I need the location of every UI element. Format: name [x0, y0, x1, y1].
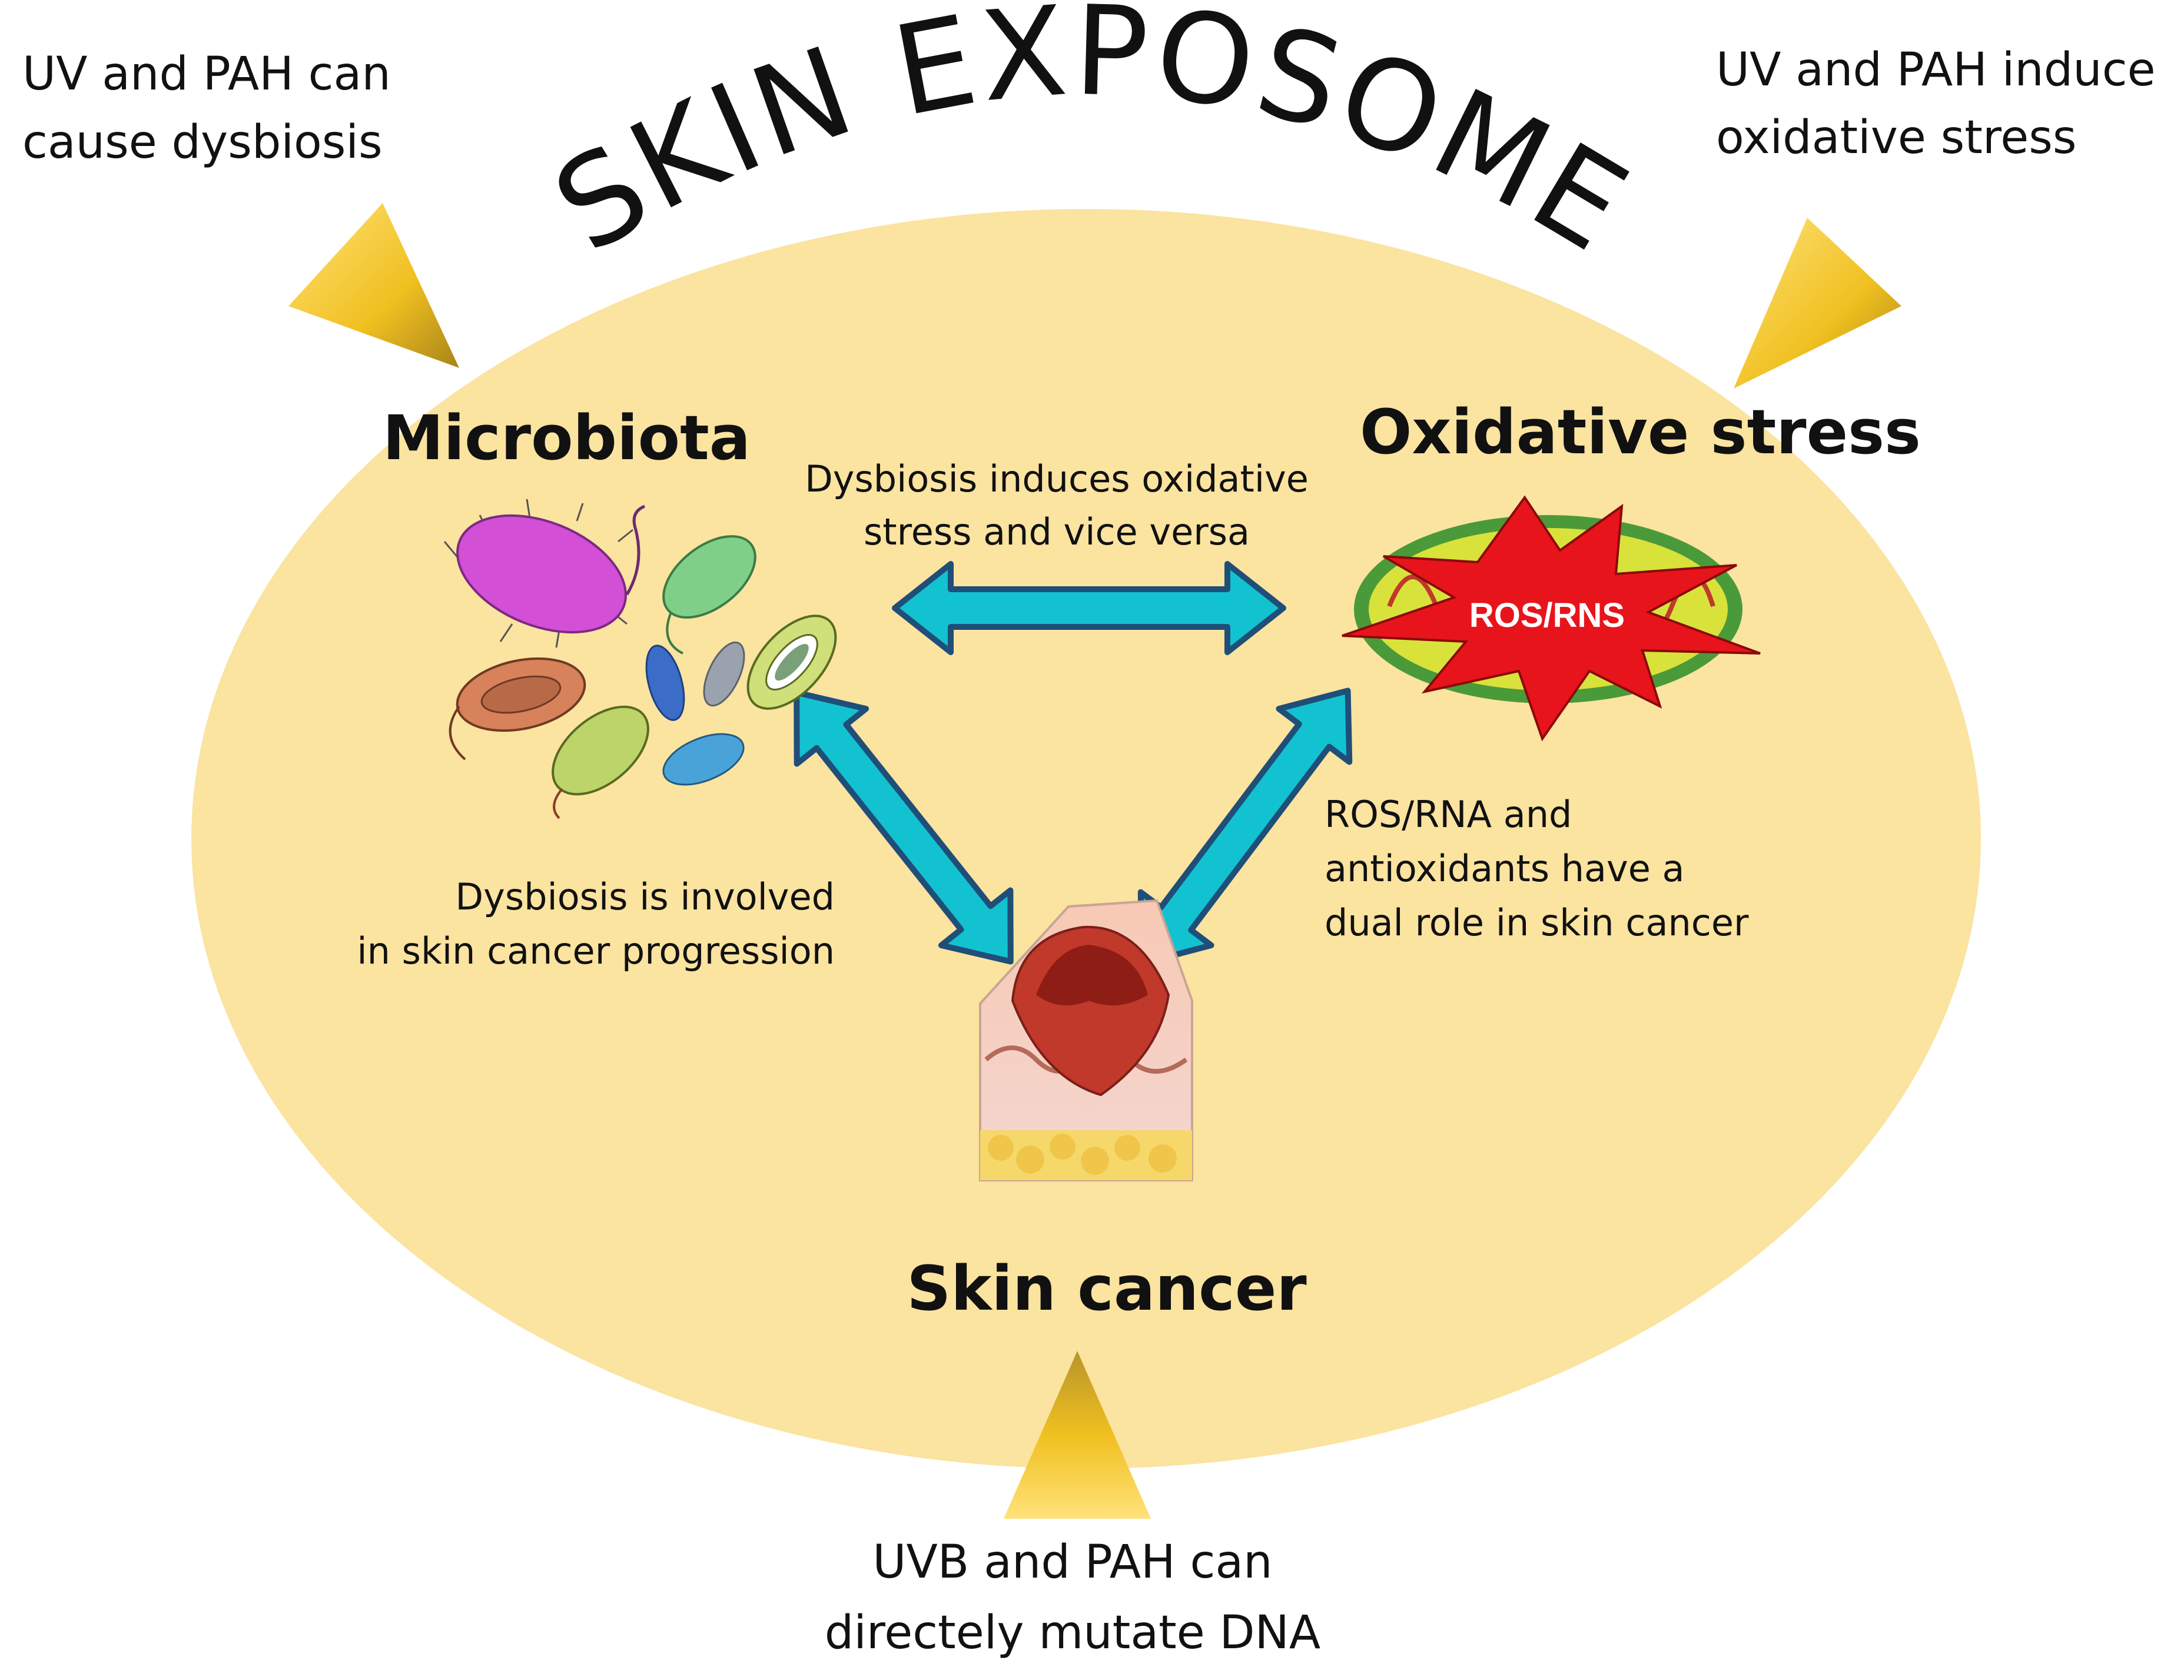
triangle-top-left	[288, 203, 459, 368]
skin-cancer-heading: Skin cancer	[907, 1253, 1306, 1324]
triangle-bottom	[1004, 1351, 1151, 1519]
mitochondrion-ros-illustration: ROS/RNS	[1342, 495, 1761, 742]
top-left-line-2: cause dysbiosis	[22, 116, 383, 169]
bacteria-illustration	[443, 499, 837, 819]
micro-cancer-line-1: Dysbiosis is involved	[455, 875, 835, 918]
oxidative-cancer-line-2: antioxidants have a	[1325, 847, 1685, 890]
oxidative-stress-heading: Oxidative stress	[1360, 396, 1921, 468]
ros-star	[1342, 495, 1761, 742]
oxidative-cancer-line-3: dual role in skin cancer	[1325, 901, 1749, 944]
oxidative-cancer-line-1: ROS/RNA and	[1325, 793, 1572, 836]
bottom-line-2: directely mutate DNA	[825, 1606, 1321, 1659]
arrow-microbiota-cancer	[794, 689, 1014, 965]
bottom-line-1: UVB and PAH can	[872, 1536, 1272, 1589]
top-right-line-2: oxidative stress	[1716, 111, 2077, 164]
microbiota-heading: Microbiota	[383, 402, 751, 474]
ros-label: ROS/RNS	[1469, 596, 1625, 635]
arrow-microbiota-oxidative	[892, 561, 1286, 655]
top-right-line-1: UV and PAH induce	[1716, 44, 2156, 97]
micro-cancer-line-2: in skin cancer progression	[357, 929, 835, 972]
micro-oxidative-line-1: Dysbiosis induces oxidative	[805, 457, 1309, 500]
top-left-line-1: UV and PAH can	[22, 48, 391, 101]
triangle-top-right	[1734, 218, 1901, 389]
micro-oxidative-line-2: stress and vice versa	[864, 510, 1250, 553]
skin-cancer-illustration	[979, 899, 1193, 1181]
